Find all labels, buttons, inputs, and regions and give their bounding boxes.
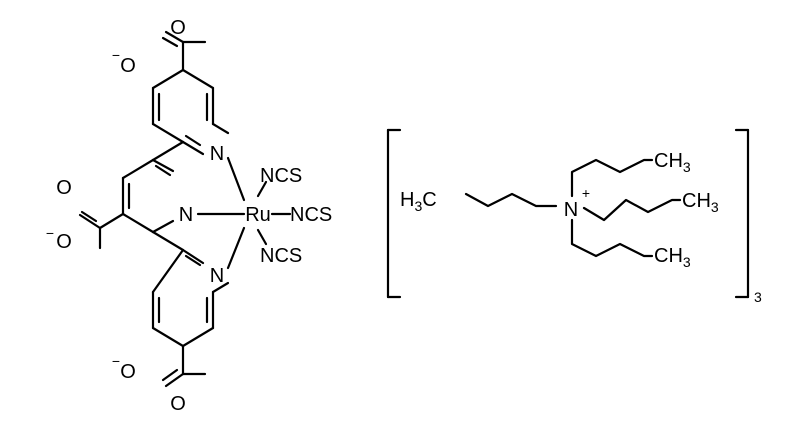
methyl-left-label: H3C (400, 189, 437, 214)
negative-charge-label: − (112, 353, 120, 369)
carboxylate-oxygen-label: O (120, 55, 136, 77)
bracket-right (734, 128, 750, 299)
pyridine-nitrogen-label: N (210, 265, 224, 287)
thiocyanate-label: NCS (260, 165, 302, 187)
middle-pyridine-ring (78, 140, 185, 250)
butyl-chain-bottom (570, 218, 654, 258)
carboxylate-oxygen-label: O (170, 17, 186, 39)
stoichiometry-subscript: 3 (754, 289, 762, 305)
pyridine-nitrogen-label: N (210, 143, 224, 165)
thiocyanate-label: NCS (290, 204, 332, 226)
ruthenium-label: Ru (245, 204, 271, 226)
carboxylate-oxygen-label: O (56, 231, 72, 253)
butyl-chain-top (570, 158, 654, 198)
carboxylate-oxygen-label: O (120, 361, 136, 383)
ammonium-nitrogen-label: N (564, 199, 578, 221)
ruthenium-terpyridine-complex: O O − O O − O − O N N N Ru NCS NCS NCS (46, 17, 332, 415)
coordination-bonds (196, 156, 292, 270)
carboxylate-oxygen-label: O (56, 177, 72, 199)
positive-charge-label: + (582, 185, 590, 201)
pyridine-nitrogen-label: N (179, 204, 193, 226)
negative-charge-label: − (46, 225, 54, 241)
carboxylate-oxygen-label: O (170, 393, 186, 415)
butyl-chain-right (582, 198, 682, 222)
butyl-chain-left (464, 192, 558, 208)
top-pyridine-ring (151, 30, 230, 156)
tetrabutylammonium-cation: H3C N + CH3 CH3 CH3 3 (386, 128, 762, 305)
methyl-top-label: CH3 (654, 150, 691, 175)
bracket-left (386, 128, 402, 299)
thiocyanate-label: NCS (260, 245, 302, 267)
methyl-bottom-label: CH3 (654, 245, 691, 270)
bottom-pyridine-ring (151, 230, 230, 388)
negative-charge-label: − (112, 47, 120, 63)
methyl-right-label: CH3 (682, 190, 719, 215)
